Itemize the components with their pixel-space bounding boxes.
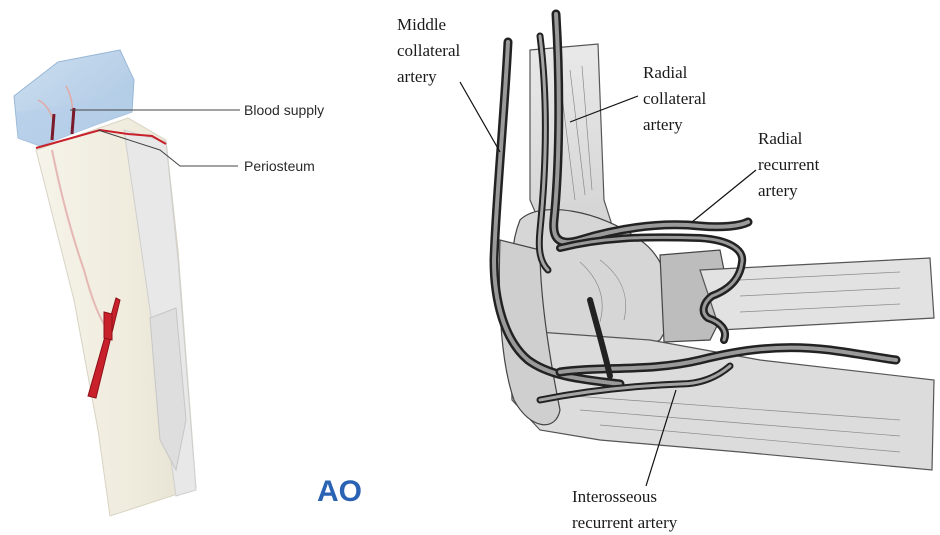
middle-collateral-leader [460,82,500,152]
interosseous-recurrent-label: Interosseous recurrent artery [572,487,678,532]
periosteum-label: Periosteum [244,158,315,174]
blood-supply-mark [52,114,54,140]
blood-supply-label: Blood supply [244,102,324,118]
ao-logo: AO [317,475,362,508]
elbow-sketch [499,44,934,470]
radial-collateral-label: Radial collateral artery [643,63,711,134]
bone-illustration [14,50,196,516]
blood-supply-mark [72,108,74,134]
middle-collateral-label: Middle collateral artery [397,15,465,86]
nutrient-artery-branch [104,312,112,340]
radial-recurrent-label: Radial recurrent artery [758,129,824,200]
radial-recurrent-leader [692,170,756,222]
radius [700,258,934,330]
